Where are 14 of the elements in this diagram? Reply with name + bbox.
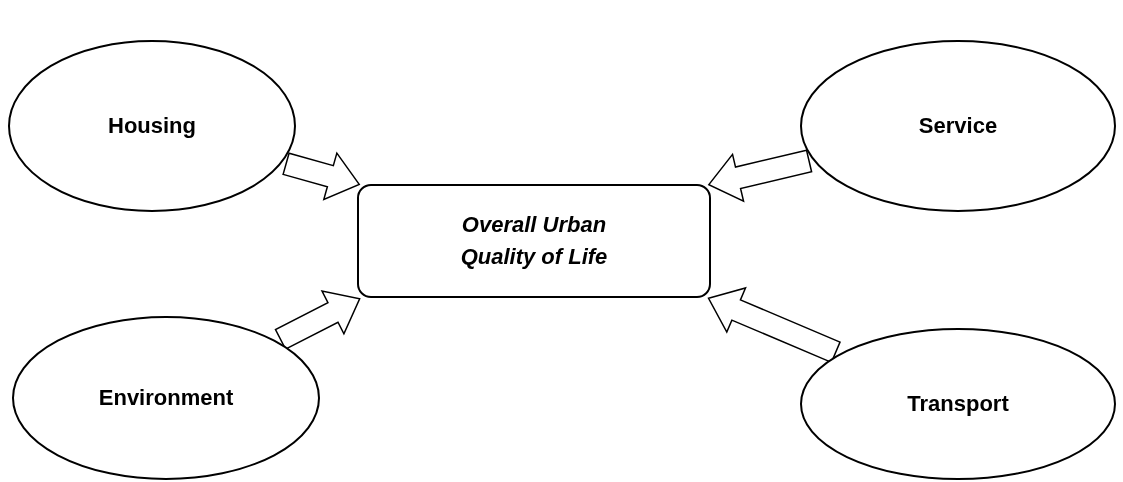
block-arrow [274,290,361,351]
node-label: Transport [907,391,1009,417]
block-arrow [707,149,813,203]
ellipse-node [8,40,296,212]
node-label: Environment [98,385,234,411]
ellipse-node [800,328,1116,480]
node-label: Overall Urban Quality of Life [459,211,609,271]
block-arrow [707,286,841,364]
block-arrow [282,151,361,201]
ellipse-node [800,40,1116,212]
ellipse-node [12,316,320,480]
node-label: Housing [108,113,196,139]
rounded-box [357,184,711,298]
node-label: Service [918,113,998,139]
